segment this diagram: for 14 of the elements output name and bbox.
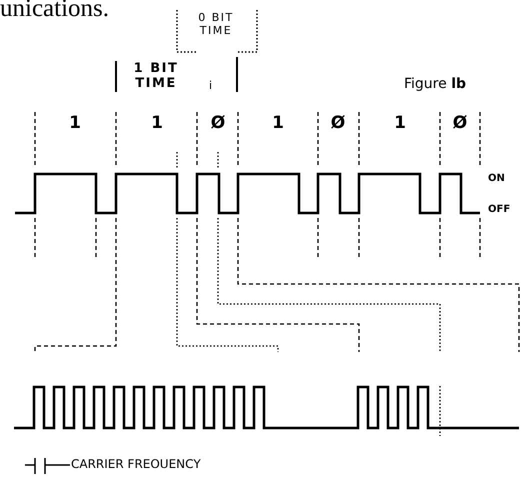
signal-level-label: OFF bbox=[488, 205, 510, 215]
bit-value: Ø bbox=[330, 115, 346, 132]
bit-time-label: 0 BIT TIME bbox=[197, 12, 235, 38]
bit-value: Ø bbox=[452, 115, 468, 132]
axis-caption: CARRIER FREOUENCY bbox=[71, 458, 201, 470]
figure-label: Figure lb bbox=[404, 77, 466, 91]
bit-time-label: 1 BIT TIME bbox=[132, 62, 180, 92]
bit-value: Ø bbox=[210, 115, 226, 132]
marker-letter: i bbox=[209, 80, 212, 91]
bit-value: 1 bbox=[394, 115, 406, 132]
bit-value: 1 bbox=[272, 115, 284, 132]
bit-value: 1 bbox=[151, 115, 163, 132]
bit-value: 1 bbox=[69, 115, 81, 132]
signal-level-label: ON bbox=[488, 174, 505, 184]
